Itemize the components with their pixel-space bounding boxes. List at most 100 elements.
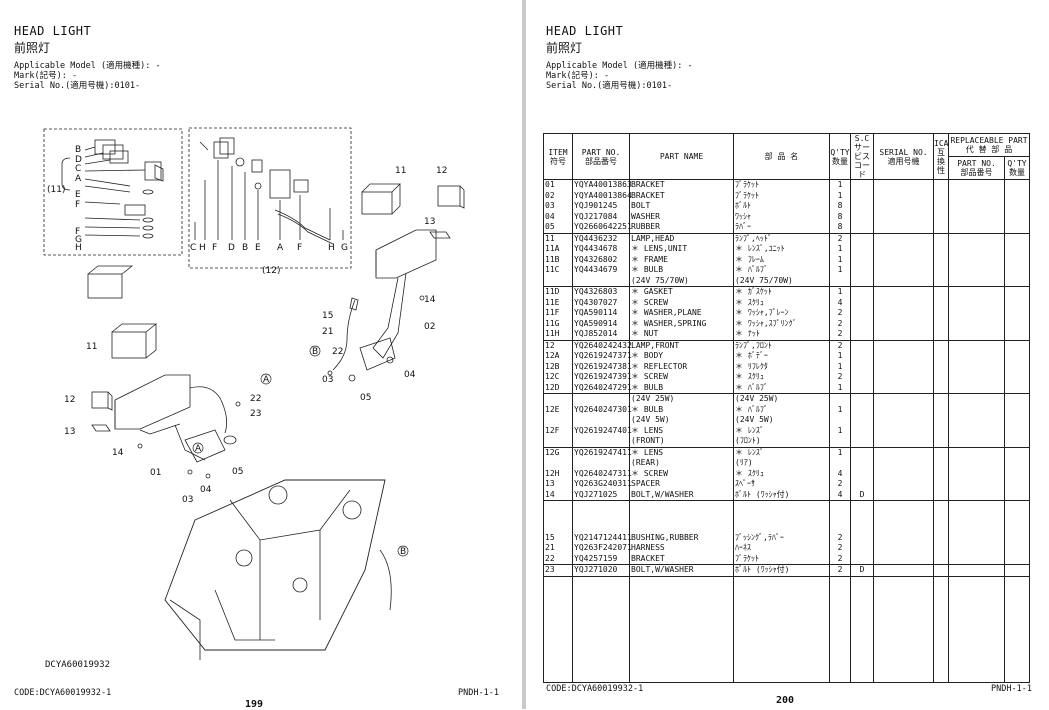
cell-sc <box>850 404 874 415</box>
cell-qty: 1 <box>829 244 851 255</box>
cell-item: 12F <box>543 425 573 436</box>
cell-ica <box>933 190 949 201</box>
cell-qty: 1 <box>829 265 851 276</box>
cell-ica <box>933 232 949 244</box>
cell-item: 02 <box>543 190 573 201</box>
cell-ica <box>933 436 949 447</box>
cell-part-no: YQJ901245 <box>572 201 630 212</box>
callout-13-right: 13 <box>424 217 435 227</box>
cell-part-no <box>572 500 630 512</box>
cell-rep-qty <box>1004 286 1030 298</box>
cell-name-jp: (ﾌﾛﾝﾄ) <box>733 436 830 447</box>
cell-name: ＊ FRAME <box>629 254 734 265</box>
cell-rep-qty <box>1004 232 1030 244</box>
cell-name: BOLT,W/WASHER <box>629 564 734 576</box>
cell-qty <box>829 511 851 522</box>
cell-serial <box>873 543 934 554</box>
cell-rep-part-no <box>948 382 1005 394</box>
cell-qty <box>829 500 851 512</box>
cell-sc <box>850 446 874 458</box>
cell-ica <box>933 372 949 383</box>
table-row: (24V 25W)(24V 25W) <box>543 393 1030 405</box>
cell-part-no: YQ4436232 <box>572 232 630 244</box>
cell-sc <box>850 372 874 383</box>
callout-04-right: 04 <box>404 370 416 380</box>
cell-name: ＊ REFLECTOR <box>629 361 734 372</box>
cell-part-no: YQ2619247391 <box>572 372 632 383</box>
cell-empty <box>543 650 573 661</box>
cell-name-jp <box>733 500 830 512</box>
cell-serial <box>873 351 934 362</box>
cell-sc <box>850 286 874 298</box>
cell-name: ＊ SCREW <box>629 468 734 479</box>
cell-name-jp: ＊ ﾜｯｼｬ,ﾌﾟﾚｰﾝ <box>733 308 830 319</box>
cell-empty <box>543 618 573 629</box>
cell-name-jp: ﾌﾞﾗｹｯﾄ <box>733 553 830 565</box>
cell-empty <box>629 660 734 671</box>
cell-serial <box>873 329 934 340</box>
footer-page-ref: PNDH-1-1 <box>458 688 499 698</box>
lens-unit-shape <box>94 139 116 155</box>
cell-name-jp: (24V 5W) <box>733 415 830 426</box>
cell-name-jp: ＊ ﾚﾝｽﾞ <box>733 425 830 436</box>
cell-ica <box>933 297 949 308</box>
cell-serial <box>873 308 934 319</box>
mark: Mark(記号): - <box>546 71 610 81</box>
cell-serial <box>873 404 934 415</box>
cell-empty <box>543 608 573 619</box>
cell-sc <box>850 393 874 405</box>
cell-name: (24V 75/70W) <box>629 275 734 287</box>
label-row-f2: F <box>297 243 302 253</box>
cell-serial <box>873 222 934 233</box>
cell-serial <box>873 244 934 255</box>
cell-serial <box>873 372 934 383</box>
cell-serial <box>873 393 934 405</box>
cell-serial <box>873 500 934 512</box>
cell-name-jp: ﾜｯｼｬ <box>733 211 830 222</box>
cell-sc <box>850 382 874 394</box>
cell-part-no: YQJ271020 <box>572 564 630 576</box>
cell-empty <box>543 671 573 683</box>
label-d: D <box>75 155 82 165</box>
cell-ica <box>933 564 949 576</box>
cell-qty: 2 <box>829 308 851 319</box>
cell-serial <box>873 201 934 212</box>
cell-name-jp <box>733 522 830 533</box>
cell-sc <box>850 339 874 351</box>
cell-rep-qty <box>1004 361 1030 372</box>
cell-name: ＊ LENS <box>629 425 734 436</box>
cell-rep-part-no <box>948 425 1005 436</box>
cell-empty <box>733 575 830 587</box>
cell-rep-part-no <box>948 361 1005 372</box>
page-divider <box>522 0 526 709</box>
page-number: 199 <box>245 699 264 710</box>
cell-rep-part-no <box>948 511 1005 522</box>
cell-qty: 1 <box>829 361 851 372</box>
cell-name: ＊ LENS <box>629 446 734 458</box>
cell-item <box>543 500 573 512</box>
cell-sc <box>850 415 874 426</box>
cell-ica <box>933 201 949 212</box>
cell-empty <box>543 660 573 671</box>
footer-code: CODE:DCYA60019932-1 <box>546 684 644 694</box>
cell-part-no: YQYA40013864 <box>572 190 632 201</box>
cell-rep-qty <box>1004 382 1030 394</box>
cell-empty <box>543 587 573 598</box>
cell-sc <box>850 522 874 533</box>
cell-part-no: YQ2619247381 <box>572 361 632 372</box>
cell-serial <box>873 265 934 276</box>
cell-item <box>543 275 573 287</box>
cell-empty <box>873 671 934 683</box>
cell-name: ＊ BULB <box>629 265 734 276</box>
cell-empty <box>948 618 1005 629</box>
cell-name: ＊ LENS,UNIT <box>629 244 734 255</box>
cell-item: 11C <box>543 265 573 276</box>
cell-rep-qty <box>1004 415 1030 426</box>
cell-empty <box>829 629 851 640</box>
